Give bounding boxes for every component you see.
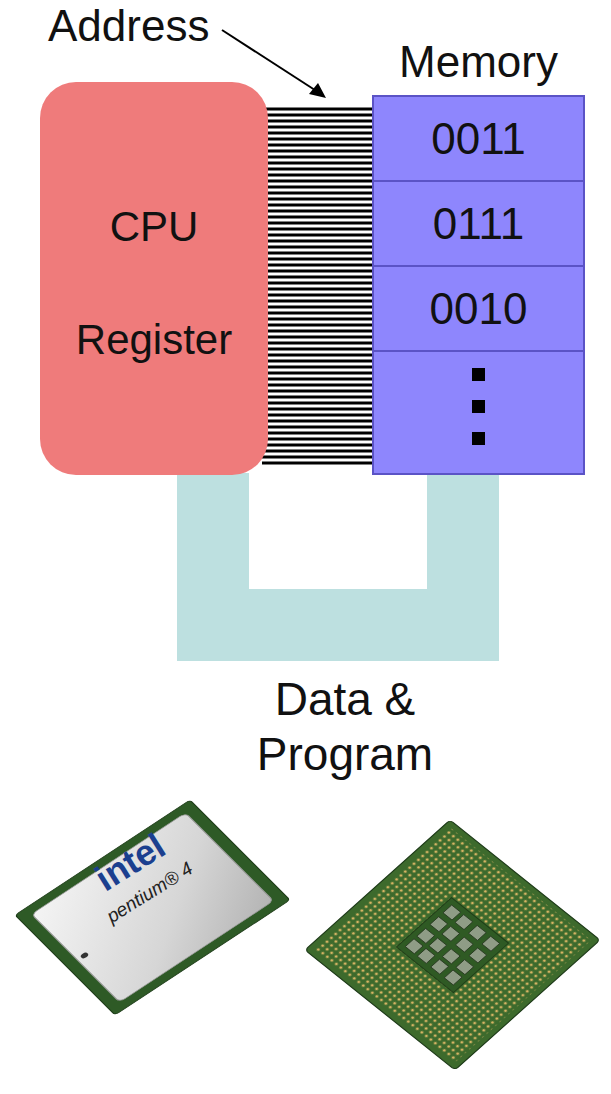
address-bus-line: [262, 210, 374, 213]
address-bus-line: [262, 438, 374, 441]
cpu-title: CPU: [110, 203, 199, 251]
address-bus-line: [262, 126, 374, 129]
address-bus: [262, 109, 374, 463]
address-bus-line: [262, 138, 374, 141]
address-bus-line: [262, 228, 374, 231]
address-bus-line: [262, 300, 374, 303]
address-bus-line: [262, 330, 374, 333]
address-bus-line: [262, 414, 374, 417]
address-bus-line: [262, 426, 374, 429]
heat-spreader: [32, 813, 274, 1002]
address-bus-line: [262, 276, 374, 279]
memory-column: 001101110010Memory: [372, 95, 585, 475]
address-bus-line: [262, 342, 374, 345]
address-bus-line: [262, 360, 374, 363]
address-bus-line: [262, 396, 374, 399]
address-bus-line: [262, 174, 374, 177]
address-bus-line: [262, 372, 374, 375]
address-bus-line: [262, 246, 374, 249]
address-bus-line: [262, 444, 374, 447]
pentium-chip-top: [15, 800, 290, 1015]
address-bus-line: [262, 186, 374, 189]
address-bus-line: [262, 432, 374, 435]
address-bus-line: [262, 156, 374, 159]
address-bus-line: [262, 252, 374, 255]
memory-cell: 0011: [374, 97, 583, 182]
ellipsis-dot: [472, 432, 485, 445]
address-bus-line: [262, 198, 374, 201]
memory-heading: Memory: [399, 37, 558, 88]
pin-grid: [314, 828, 591, 1063]
address-bus-line: [262, 348, 374, 351]
address-bus-line: [262, 306, 374, 309]
address-bus-line: [262, 294, 374, 297]
address-bus-line: [262, 204, 374, 207]
address-bus-line: [262, 456, 374, 459]
pentium-chip-bottom: [305, 820, 600, 1070]
address-bus-line: [262, 270, 374, 273]
address-bus-line: [262, 180, 374, 183]
address-bus-line: [262, 216, 374, 219]
cpu-box: CPU Register: [40, 82, 268, 475]
leader-arrowhead: [309, 83, 326, 98]
address-bus-line: [262, 108, 374, 111]
address-bus-line: [262, 144, 374, 147]
address-bus-line: [262, 318, 374, 321]
register-label: Register: [76, 316, 232, 364]
address-bus-line: [262, 258, 374, 261]
ellipsis-dot: [472, 400, 485, 413]
address-bus-line: [262, 312, 374, 315]
data-program-label: Data & Program: [225, 672, 465, 782]
chip-substrate: [15, 800, 290, 1015]
pin-one-dot: [80, 952, 90, 960]
address-bus-line: [262, 384, 374, 387]
address-bus-line: [262, 168, 374, 171]
address-bus-line: [262, 234, 374, 237]
chip-substrate: [305, 820, 600, 1070]
data-program-bus-line: [213, 473, 463, 625]
data-program-bus: [213, 473, 463, 625]
address-bus-line: [262, 354, 374, 357]
address-bus-line: [262, 462, 374, 465]
die-area: [396, 898, 508, 993]
memory-value: 0111: [433, 199, 524, 250]
die-components: [405, 905, 499, 985]
address-bus-line: [262, 120, 374, 123]
address-bus-line: [262, 282, 374, 285]
address-label: Address: [48, 0, 209, 53]
address-bus-line: [262, 162, 374, 165]
ellipsis-dot: [472, 368, 485, 381]
address-bus-line: [262, 192, 374, 195]
address-bus-line: [262, 222, 374, 225]
address-bus-line: [262, 114, 374, 117]
address-bus-line: [262, 420, 374, 423]
memory-value: 0010: [430, 284, 528, 335]
address-bus-line: [262, 324, 374, 327]
address-bus-line: [262, 288, 374, 291]
address-bus-line: [262, 450, 374, 453]
address-bus-line: [262, 378, 374, 381]
address-bus-line: [262, 336, 374, 339]
address-bus-line: [262, 132, 374, 135]
address-bus-line: [262, 264, 374, 267]
address-bus-line: [262, 150, 374, 153]
address-bus-line: [262, 408, 374, 411]
address-bus-line: [262, 402, 374, 405]
address-bus-line: [262, 366, 374, 369]
memory-cell: 0111: [374, 182, 583, 267]
address-bus-line: [262, 240, 374, 243]
memory-cell: 0010: [374, 267, 583, 352]
address-bus-line: [262, 390, 374, 393]
memory-value: 0011: [431, 114, 526, 165]
